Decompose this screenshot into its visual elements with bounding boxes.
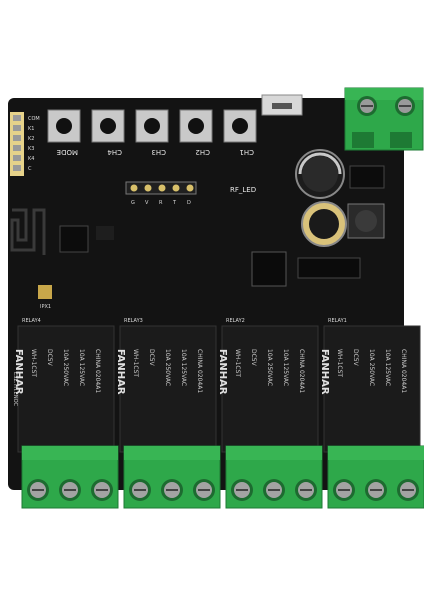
relay-model: WH-1CST (336, 349, 343, 377)
tactile-button-ch2[interactable] (179, 109, 213, 143)
relay-voltage: DC5V (148, 349, 155, 367)
relay-rating1: 10A 250VAC (368, 349, 375, 386)
tactile-button-ch4[interactable] (91, 109, 125, 143)
relay-rating1: 10A 250VAC (164, 349, 171, 386)
relay-model: WH-1CST (132, 349, 139, 377)
uart-pin-label: V (145, 200, 149, 206)
tactile-button-mode[interactable] (47, 109, 81, 143)
relay-silk-label: RELAY3 (124, 318, 143, 324)
relay-3: FANHAR WH-1CST DC5V 10A 250VAC 10A 125VAC CHI… (115, 325, 217, 453)
ic-main (251, 251, 287, 287)
relay-rating2: 10A 125VAC (78, 349, 85, 386)
relay-rating2: 10A 125VAC (384, 349, 391, 386)
relay-rating1: 10A 250VAC (62, 349, 69, 386)
uart-pin-label: R (159, 200, 163, 206)
capacitor-c1 (295, 149, 345, 199)
terminal-block-4 (327, 445, 424, 509)
uart-pin (130, 184, 138, 192)
header-pin-label: COM (28, 116, 40, 122)
button-label: CH4 (107, 148, 122, 156)
relay-rating2: 10A 125VAC (282, 349, 289, 386)
uart-pin-label: G (131, 200, 135, 206)
relay-2: FANHAR WH-1CST DC5V 10A 250VAC 10A 125VAC CHI… (217, 325, 319, 453)
header-pin-label: K2 (28, 136, 34, 142)
relay-origin: CHINA 0204A1 (94, 349, 101, 393)
relay-rating2: 10A 125VAC (180, 349, 187, 386)
button-label: MODE (57, 148, 78, 156)
uart-pin (144, 184, 152, 192)
uart-header (125, 181, 197, 195)
tactile-button-ch1[interactable] (223, 109, 257, 143)
relay-model: WH-1CST (30, 349, 37, 377)
button-label: CH3 (151, 148, 166, 156)
relay-brand: FANHAR (115, 349, 126, 395)
uart-pin-label: T (172, 200, 177, 206)
relay-brand: FANHAR (13, 349, 24, 395)
relay-silk-label: RELAY4 (22, 318, 41, 324)
header-pin (13, 125, 21, 131)
relay-model: WH-1CST (234, 349, 241, 377)
relay-origin: CHINA 0204A1 (196, 349, 203, 393)
side-text: ESZ.TH.ENOC (12, 372, 18, 406)
relay-brand: FANHAR (217, 349, 228, 395)
pin-header (10, 112, 24, 176)
header-pin (13, 165, 21, 171)
header-pin-label: K1 (28, 126, 34, 132)
uart-pin-label: D (187, 200, 191, 206)
header-pin-label: C (28, 166, 32, 172)
relay-silk-label: RELAY1 (328, 318, 347, 324)
relay-voltage: DC5V (352, 349, 359, 367)
relay-origin: CHINA 0204A1 (298, 349, 305, 393)
ipx-label: IPX1 (40, 304, 51, 310)
relay-brand: FANHAR (319, 349, 330, 395)
button-label: CH1 (239, 148, 254, 156)
header-pin (13, 145, 21, 151)
terminal-block-3 (225, 445, 323, 509)
header-pin (13, 115, 21, 121)
relay-1: FANHAR WH-1CST DC5V 10A 250VAC 10A 125VAC CHI… (319, 325, 421, 453)
header-pin (13, 135, 21, 141)
terminal-block-2 (123, 445, 221, 509)
relay-4: FANHAR WH-1CST DC5V 10A 250VAC 10A 125VAC CHI… (13, 325, 115, 453)
tactile-button-ch3[interactable] (135, 109, 169, 143)
uart-pin (158, 184, 166, 192)
relay-voltage: DC5V (46, 349, 53, 367)
header-pin (13, 155, 21, 161)
power-terminal (344, 87, 424, 151)
header-pin-label: K3 (28, 146, 34, 152)
capacitor-c2 (301, 201, 347, 247)
relay-voltage: DC5V (250, 349, 257, 367)
relay-origin: CHINA 0204A1 (400, 349, 407, 393)
uart-pin (186, 184, 194, 192)
antenna-trace (10, 208, 46, 255)
rf-led-label: RF_LED (230, 186, 256, 194)
button-label: CH2 (195, 148, 210, 156)
ic-driver (297, 257, 361, 279)
wifi-chip (59, 225, 89, 253)
relay-rating1: 10A 250VAC (266, 349, 273, 386)
uart-pin (172, 184, 180, 192)
relay-silk-label: RELAY2 (226, 318, 245, 324)
terminal-block-1 (21, 445, 119, 509)
header-pin-label: K4 (28, 156, 34, 162)
